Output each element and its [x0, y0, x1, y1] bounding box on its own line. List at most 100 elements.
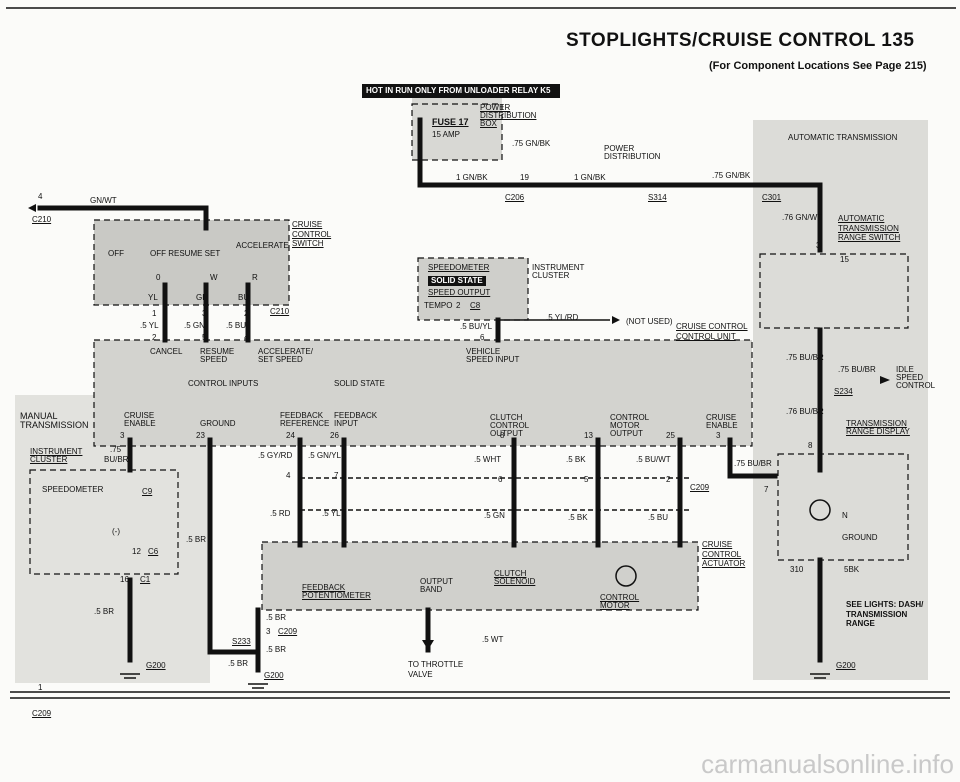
wire-label: .5 BU/YL [460, 322, 493, 331]
pin-label: 26 [330, 431, 339, 440]
clutch-solenoid-label: CLUTCH SOLENOID [494, 569, 536, 586]
connector-label: C6 [148, 547, 159, 556]
pin-label: 2 [456, 301, 461, 310]
switch-contact: R [252, 273, 258, 282]
pin-label: 8 [500, 431, 505, 440]
ground-point: G200 [146, 661, 166, 670]
switch-position: OFF [108, 249, 124, 258]
connector-label: C1 [140, 575, 151, 584]
wire-label: BU/BR [104, 455, 129, 464]
pin-label: 5 [584, 475, 589, 484]
input-label: ACCELERATE/ SET SPEED [258, 347, 313, 364]
ground-sign: (-) [112, 527, 120, 536]
wire-label: .5 YL [140, 321, 159, 330]
section-label: AUTOMATIC TRANSMISSION [788, 133, 898, 142]
connector-label: C210 [270, 307, 290, 316]
pin-label: 3 [716, 431, 721, 440]
actuator-box [262, 542, 698, 610]
wire-label: .5 BR [266, 645, 287, 654]
range-switch-label: AUTOMATIC TRANSMISSION RANGE SWITCH [838, 214, 901, 243]
pin-label: 6 [498, 475, 503, 484]
pin-label: 7 [334, 471, 339, 480]
wire-label: .5 WT [482, 635, 504, 644]
pin-label: 1 [38, 683, 43, 692]
terminal-label: CONTROL MOTOR OUTPUT [610, 413, 649, 438]
actuator-label: CRUISE CONTROL ACTUATOR [702, 540, 746, 569]
pin-label: 8 [808, 441, 813, 450]
instrument-cluster-label: INSTRUMENT CLUSTER [30, 447, 83, 464]
solid-state-label: SOLID STATE [428, 276, 486, 286]
wire-label: .76 BU/BR [786, 407, 824, 416]
power-distribution-box-label: POWER DISTRIBUTION BOX [480, 103, 537, 128]
ground-label: GROUND [842, 533, 878, 542]
cruise-switch-box [94, 220, 289, 305]
pin-label: 3 [816, 241, 821, 250]
connector-label: C209 [690, 483, 710, 492]
pin-label: 310 [790, 565, 804, 574]
manual-trans-label: MANUAL TRANSMISSION [20, 411, 89, 430]
wire-label: .5 RD [270, 509, 291, 518]
pin-label: 2 [666, 475, 671, 484]
switch-position: OFF RESUME SET [150, 249, 221, 258]
input-label: CANCEL [150, 347, 183, 356]
wire-label: .5 GN/YL [308, 451, 341, 460]
fuse-label: FUSE 17 [432, 117, 469, 127]
page-title: STOPLIGHTS/CRUISE CONTROL 135 [566, 30, 915, 51]
control-motor-label: CONTROL MOTOR [600, 593, 640, 610]
switch-contact: 0 [156, 273, 161, 282]
wire-label: .5 WHT [474, 455, 502, 464]
wire-label: .75 GN/BK [712, 171, 751, 180]
pin-label: 2 [152, 333, 157, 342]
wire-color: GN [196, 293, 208, 302]
pin-label: 24 [286, 431, 295, 440]
page-subtitle: (For Component Locations See Page 215) [709, 60, 927, 72]
splice-label: S314 [648, 193, 667, 202]
pin-label: 4 [38, 192, 43, 201]
instrument-cluster-label: INSTRUMENT CLUSTER [532, 263, 585, 280]
pin-label: 4 [286, 471, 291, 480]
auto-trans-region [753, 120, 928, 680]
wire-label: 1 GN/BK [574, 173, 606, 182]
speed-output-label: SPEED OUTPUT [428, 288, 491, 297]
wire-label: .5 BR [94, 607, 115, 616]
input-label: VEHICLE SPEED INPUT [466, 347, 520, 364]
connector-label: C301 [762, 193, 782, 202]
pin-label: 4 [244, 333, 249, 342]
cruise-control-unit-label: CRUISE CONTROL CONTROL UNIT [676, 322, 748, 341]
wire-label: .5 BK [568, 513, 588, 522]
wire-label: .5 BR [228, 659, 249, 668]
idle-speed-label: IDLE SPEED CONTROL [896, 365, 936, 390]
instrument-cluster-box [418, 258, 528, 320]
wire-label: .75 BU/BR [838, 365, 876, 374]
wire-label: .75 [110, 445, 122, 454]
pin-label: 15 [840, 255, 849, 264]
pin-label: 3 [202, 309, 207, 318]
terminal-label: GROUND [200, 419, 236, 428]
pin-label: 3 [120, 431, 125, 440]
wire-label: .5 GN [184, 321, 205, 330]
wire-label: .75 GN/BK [512, 139, 551, 148]
wire-label: .5 BU [226, 321, 247, 330]
pin-label: 1 [152, 309, 157, 318]
ground-point: G200 [264, 671, 284, 680]
wire-label: 1 GN/BK [456, 173, 488, 182]
wire-label: .5 BU [648, 513, 669, 522]
wire-label: GN/WT [90, 196, 117, 205]
pin-label: 23 [196, 431, 205, 440]
terminal-label: CRUISE ENABLE [706, 413, 738, 430]
terminal-label: CLUTCH CONTROL OUTPUT [490, 413, 529, 438]
switch-position: ACCELERATE [236, 241, 289, 250]
pin-label: 3 [266, 627, 271, 636]
wire-label: .75 BU/BR [786, 353, 824, 362]
wire-label: .75 BU/BR [734, 459, 772, 468]
switch-contact: W [210, 273, 218, 282]
wire-label: .76 GN/WT [782, 213, 823, 222]
pin-label: 25 [666, 431, 675, 440]
power-box [412, 90, 502, 160]
input-label: RESUME SPEED [200, 347, 235, 364]
throttle-label: TO THROTTLE VALVE [408, 660, 464, 679]
ground-point: G200 [836, 661, 856, 670]
connector-label: C206 [505, 193, 525, 202]
wire-label: .5 BR [186, 535, 207, 544]
